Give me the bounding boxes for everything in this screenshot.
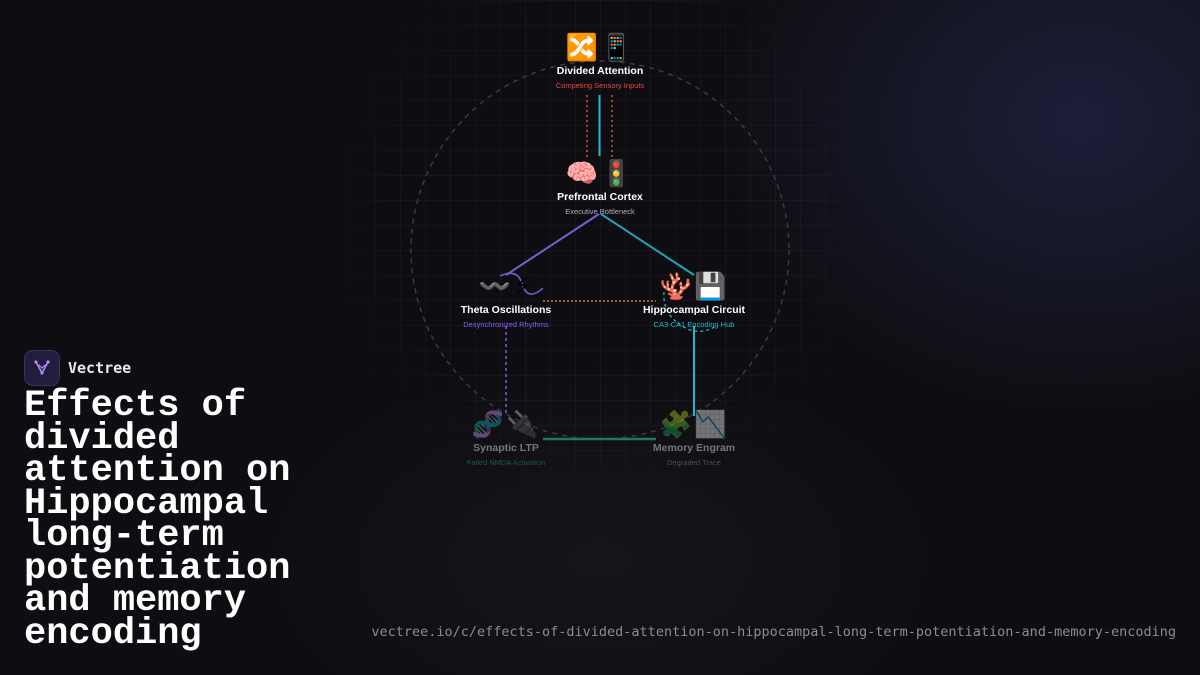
node-memory-engram: 🧩📉 Memory Engram Degraded Trace [604,410,784,468]
node-subtitle: Desynchronized Rhythms [463,320,549,329]
node-subtitle: Competing Sensory Inputs [555,81,645,90]
node-prefrontal-cortex: 🧠🚦 Prefrontal Cortex Executive Bottlenec… [510,159,690,217]
page-title: Effects of divided attention on Hippocam… [24,385,291,655]
wave-lightning-icon: 〰️⚡ [478,272,534,302]
node-title: Hippocampal Circuit [642,304,746,316]
page-url[interactable]: vectree.io/c/effects-of-divided-attentio… [371,624,1176,640]
brain-traffic-light-icon: 🧠🚦 [565,159,635,189]
node-title: Memory Engram [652,442,736,454]
brand-name: Vectree [68,359,132,377]
node-synaptic-ltp: 🧬🔌 Synaptic LTP Failed NMDA Activation [416,410,596,468]
node-subtitle: Executive Bottleneck [565,207,635,216]
hippocampus-arc [663,291,717,332]
coral-floppy-icon: 🪸💾 [659,272,729,302]
node-title: Divided Attention [556,65,644,77]
background-grid [350,0,850,480]
theta-wave-arc [499,272,544,295]
node-title: Theta Oscillations [460,304,552,316]
node-title: Synaptic LTP [473,442,539,454]
shuffle-phone-icon: 🔀📱 [565,33,635,63]
node-title: Prefrontal Cortex [557,191,643,203]
node-theta-oscillations: 〰️⚡ Theta Oscillations Desynchronized Rh… [416,272,596,330]
brand[interactable]: Vectree [24,350,131,386]
node-subtitle: CA3-CA1 Encoding Hub [653,320,735,329]
vectree-logo-icon [24,350,60,386]
puzzle-chart-down-icon: 🧩📉 [659,410,729,440]
node-subtitle: Degraded Trace [667,458,721,467]
node-subtitle: Failed NMDA Activation [466,458,546,467]
edge-pfc-theta [505,213,600,276]
node-hippocampal-circuit: 🪸💾 Hippocampal Circuit CA3-CA1 Encoding … [604,272,784,330]
dna-plug-icon: 🧬🔌 [471,410,541,440]
node-divided-attention: 🔀📱 Divided Attention Competing Sensory I… [510,33,690,91]
edge-pfc-hippocampus [600,213,695,276]
guide-ring [410,60,790,440]
